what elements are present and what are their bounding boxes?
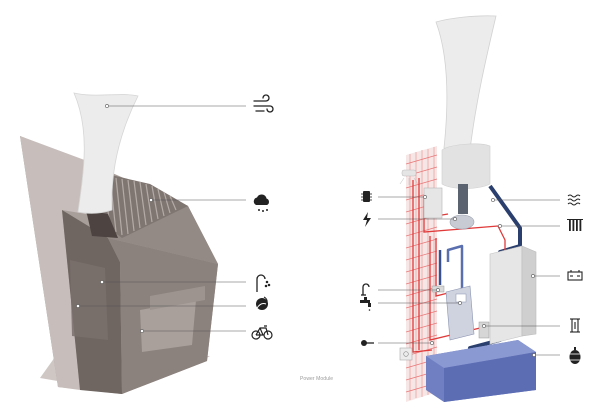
wind-waves-icon (567, 194, 581, 206)
shower-icon (256, 274, 271, 292)
shower-cabin (70, 260, 108, 340)
battery-icon (567, 270, 583, 281)
storage-tank (426, 340, 536, 402)
water-barrel-icon (569, 347, 581, 364)
hand-wash-icon (256, 296, 268, 310)
module-left-face (20, 136, 98, 390)
battery-cabinet-front (489, 245, 523, 345)
turbine-mast (458, 184, 468, 214)
bike-storage (150, 286, 205, 310)
water-pipe-inlet (446, 244, 464, 294)
wall-socket (399, 347, 413, 361)
diagram-caption: Power Module (300, 376, 334, 382)
filter-cartridge-icon (570, 318, 580, 333)
tap-handle-icon (361, 283, 370, 296)
radiator-icon (567, 219, 583, 231)
turbine-blade (73, 92, 139, 214)
filter-unit (478, 321, 490, 339)
exterior-module (20, 92, 218, 394)
turbine-base (86, 210, 118, 238)
pump-unit (449, 214, 475, 230)
left-callouts (76, 104, 246, 333)
faucet-icon (360, 297, 371, 311)
generator-housing (441, 143, 491, 189)
system-cutaway (399, 15, 537, 402)
battery-cabinet-side (521, 245, 537, 337)
wind-icon (253, 94, 274, 113)
control-box (423, 187, 443, 219)
right-turbine-blade (435, 15, 497, 152)
bicycle-icon (251, 325, 273, 340)
right-callouts (378, 195, 560, 357)
lamp-fixture (401, 169, 417, 177)
battery-pack-icon (361, 191, 372, 202)
heater-panel (455, 293, 467, 303)
water-heater (445, 285, 475, 341)
lamp-rays (399, 177, 419, 185)
rain-icon (253, 194, 269, 212)
wash-area (140, 300, 196, 352)
lightning-icon (363, 212, 371, 227)
key-icon (361, 340, 374, 346)
